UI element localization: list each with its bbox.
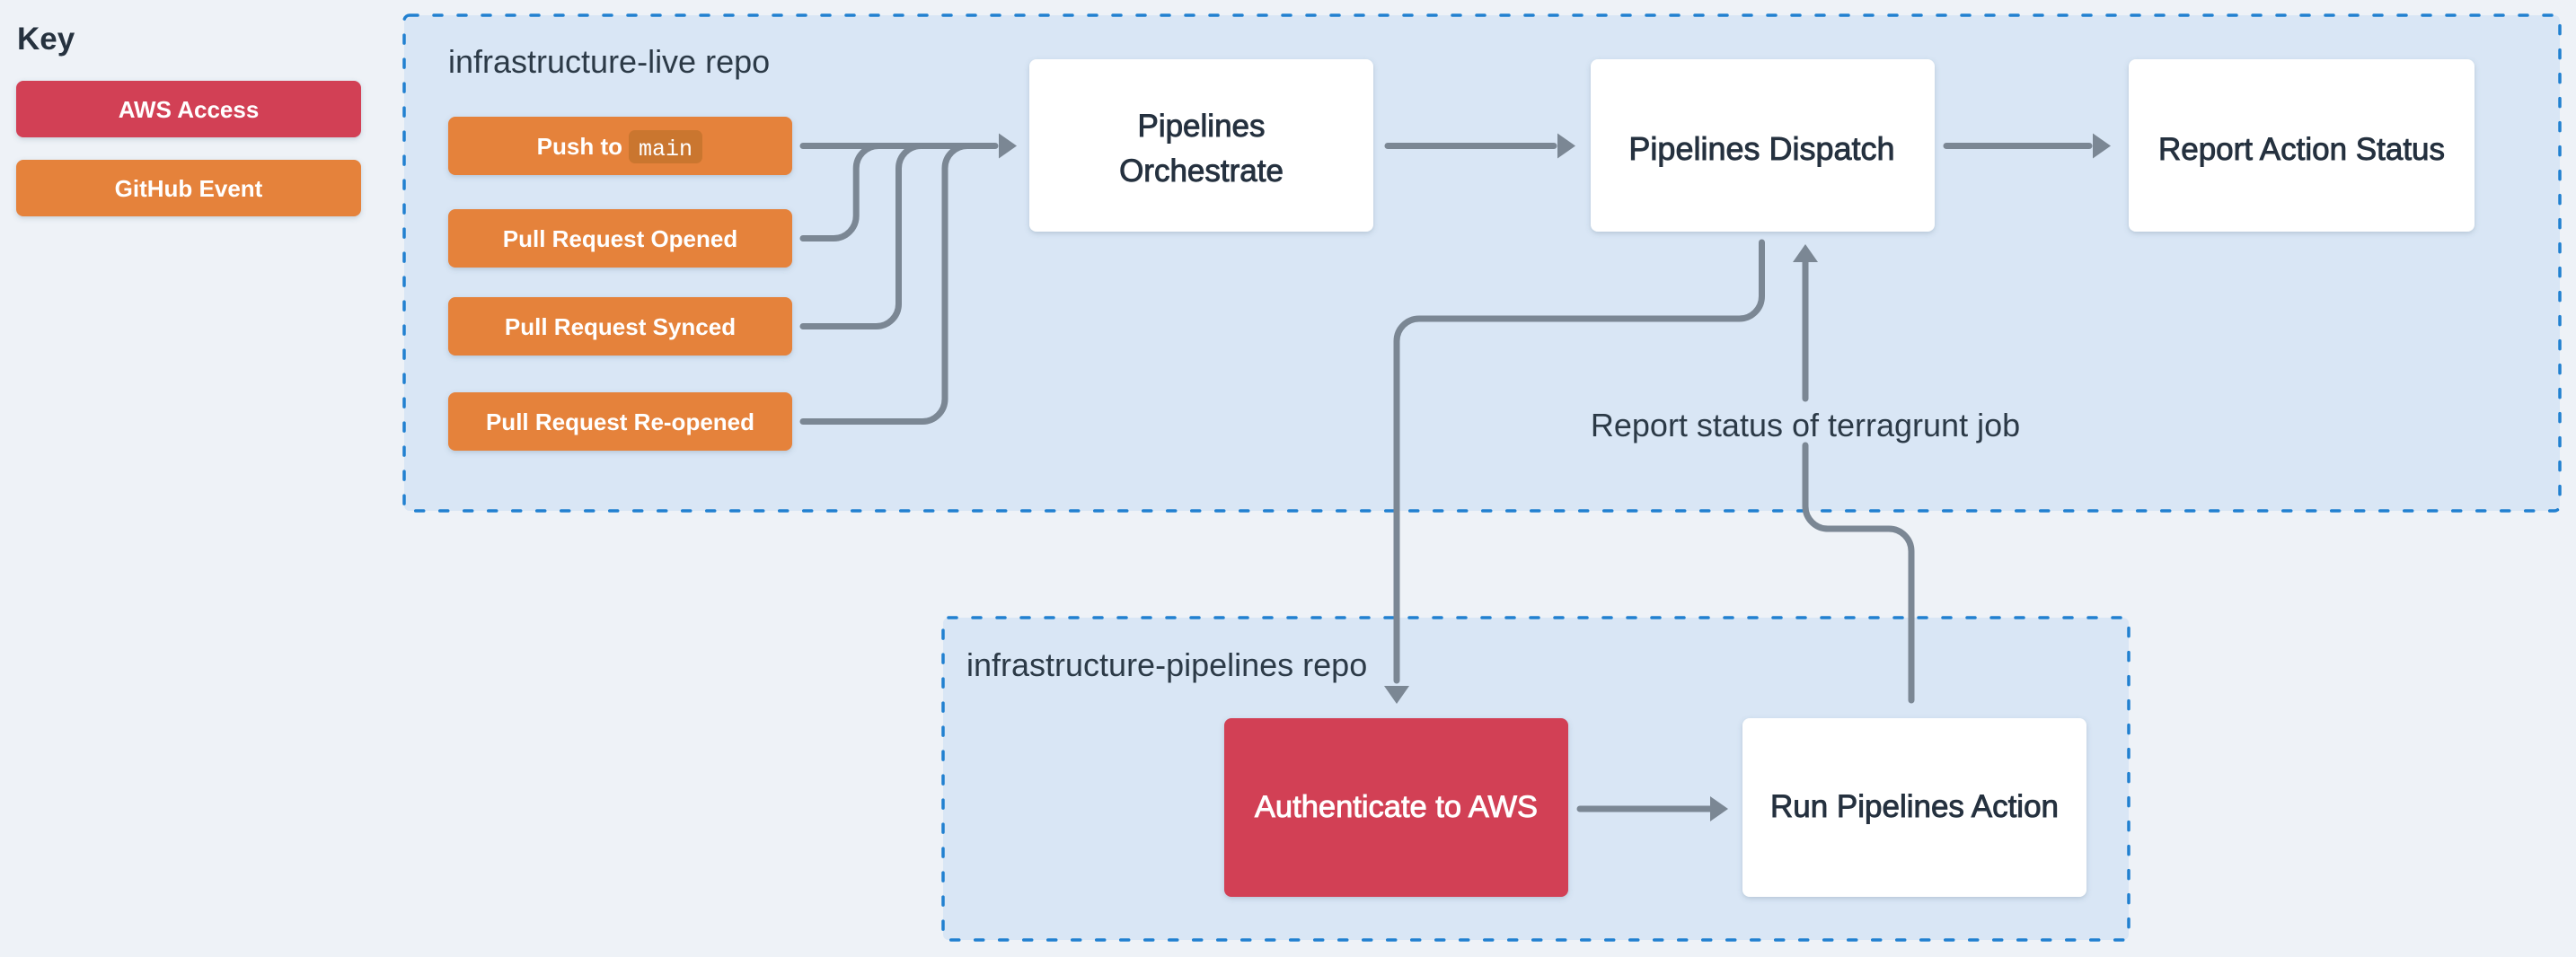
svg-text:Report status of terragrunt jo: Report status of terragrunt job (1591, 407, 2020, 443)
svg-text:Pull Request Synced: Pull Request Synced (505, 313, 736, 340)
svg-text:Report Action Status: Report Action Status (2158, 132, 2445, 167)
svg-text:infrastructure-pipelines repo: infrastructure-pipelines repo (966, 646, 1367, 683)
svg-text:infrastructure-live repo: infrastructure-live repo (448, 43, 770, 80)
svg-text:Push to: Push to (537, 133, 622, 160)
svg-text:Pipelines: Pipelines (1137, 109, 1265, 144)
svg-text:Pipelines Dispatch: Pipelines Dispatch (1628, 130, 1894, 167)
svg-text:Pull Request Re-opened: Pull Request Re-opened (486, 408, 754, 435)
svg-text:AWS Access: AWS Access (119, 96, 260, 123)
svg-text:Pull Request Opened: Pull Request Opened (503, 225, 738, 252)
svg-text:Run Pipelines Action: Run Pipelines Action (1770, 789, 2059, 824)
svg-text:GitHub Event: GitHub Event (115, 175, 263, 202)
svg-text:main: main (639, 136, 693, 162)
svg-text:Key: Key (17, 22, 75, 57)
svg-text:Orchestrate: Orchestrate (1119, 154, 1284, 189)
svg-text:Authenticate to AWS: Authenticate to AWS (1255, 790, 1538, 824)
